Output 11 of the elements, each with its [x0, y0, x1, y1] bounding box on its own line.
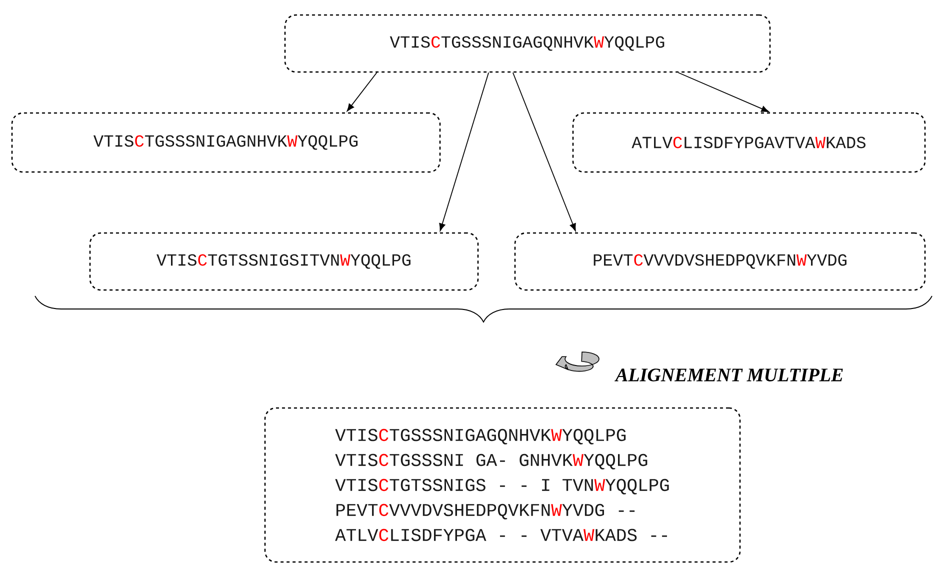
arrow [439, 72, 490, 232]
sequence-box: VTISCTGTSSNIGSITVNWYQQLPG [89, 232, 479, 291]
sequence-box: VTISCTGSSSNIGAGQNHVKWYQQLPG [284, 14, 771, 73]
sequence-box: PEVTCVVVDVSHEDPQVKFNWYVDG [514, 232, 926, 291]
sequence-box: VTISCTGSSSNIGAGQNHVKWYQQLPG VTISCTGSSSNI GA- GNHVKWYQQLPG VTISCTGTSSNIGS - - I TVNWYQQLPG PEVTCVVVDVSHEDPQVKFNWYVDG -- ATLVCLISDFYPGA - - VTVAWKADS -- [264, 407, 741, 563]
heading: ALIGNEMENT MULTIPLE [614, 368, 843, 382]
arrow [346, 72, 378, 112]
arrow [512, 72, 576, 232]
sequence-box: VTISCTGSSSNIGAGNHVKWYQQLPG [11, 112, 441, 173]
sequence-box: ATLVCLISDFYPGAVTVAWKADS [572, 112, 926, 173]
arrow [678, 72, 769, 112]
